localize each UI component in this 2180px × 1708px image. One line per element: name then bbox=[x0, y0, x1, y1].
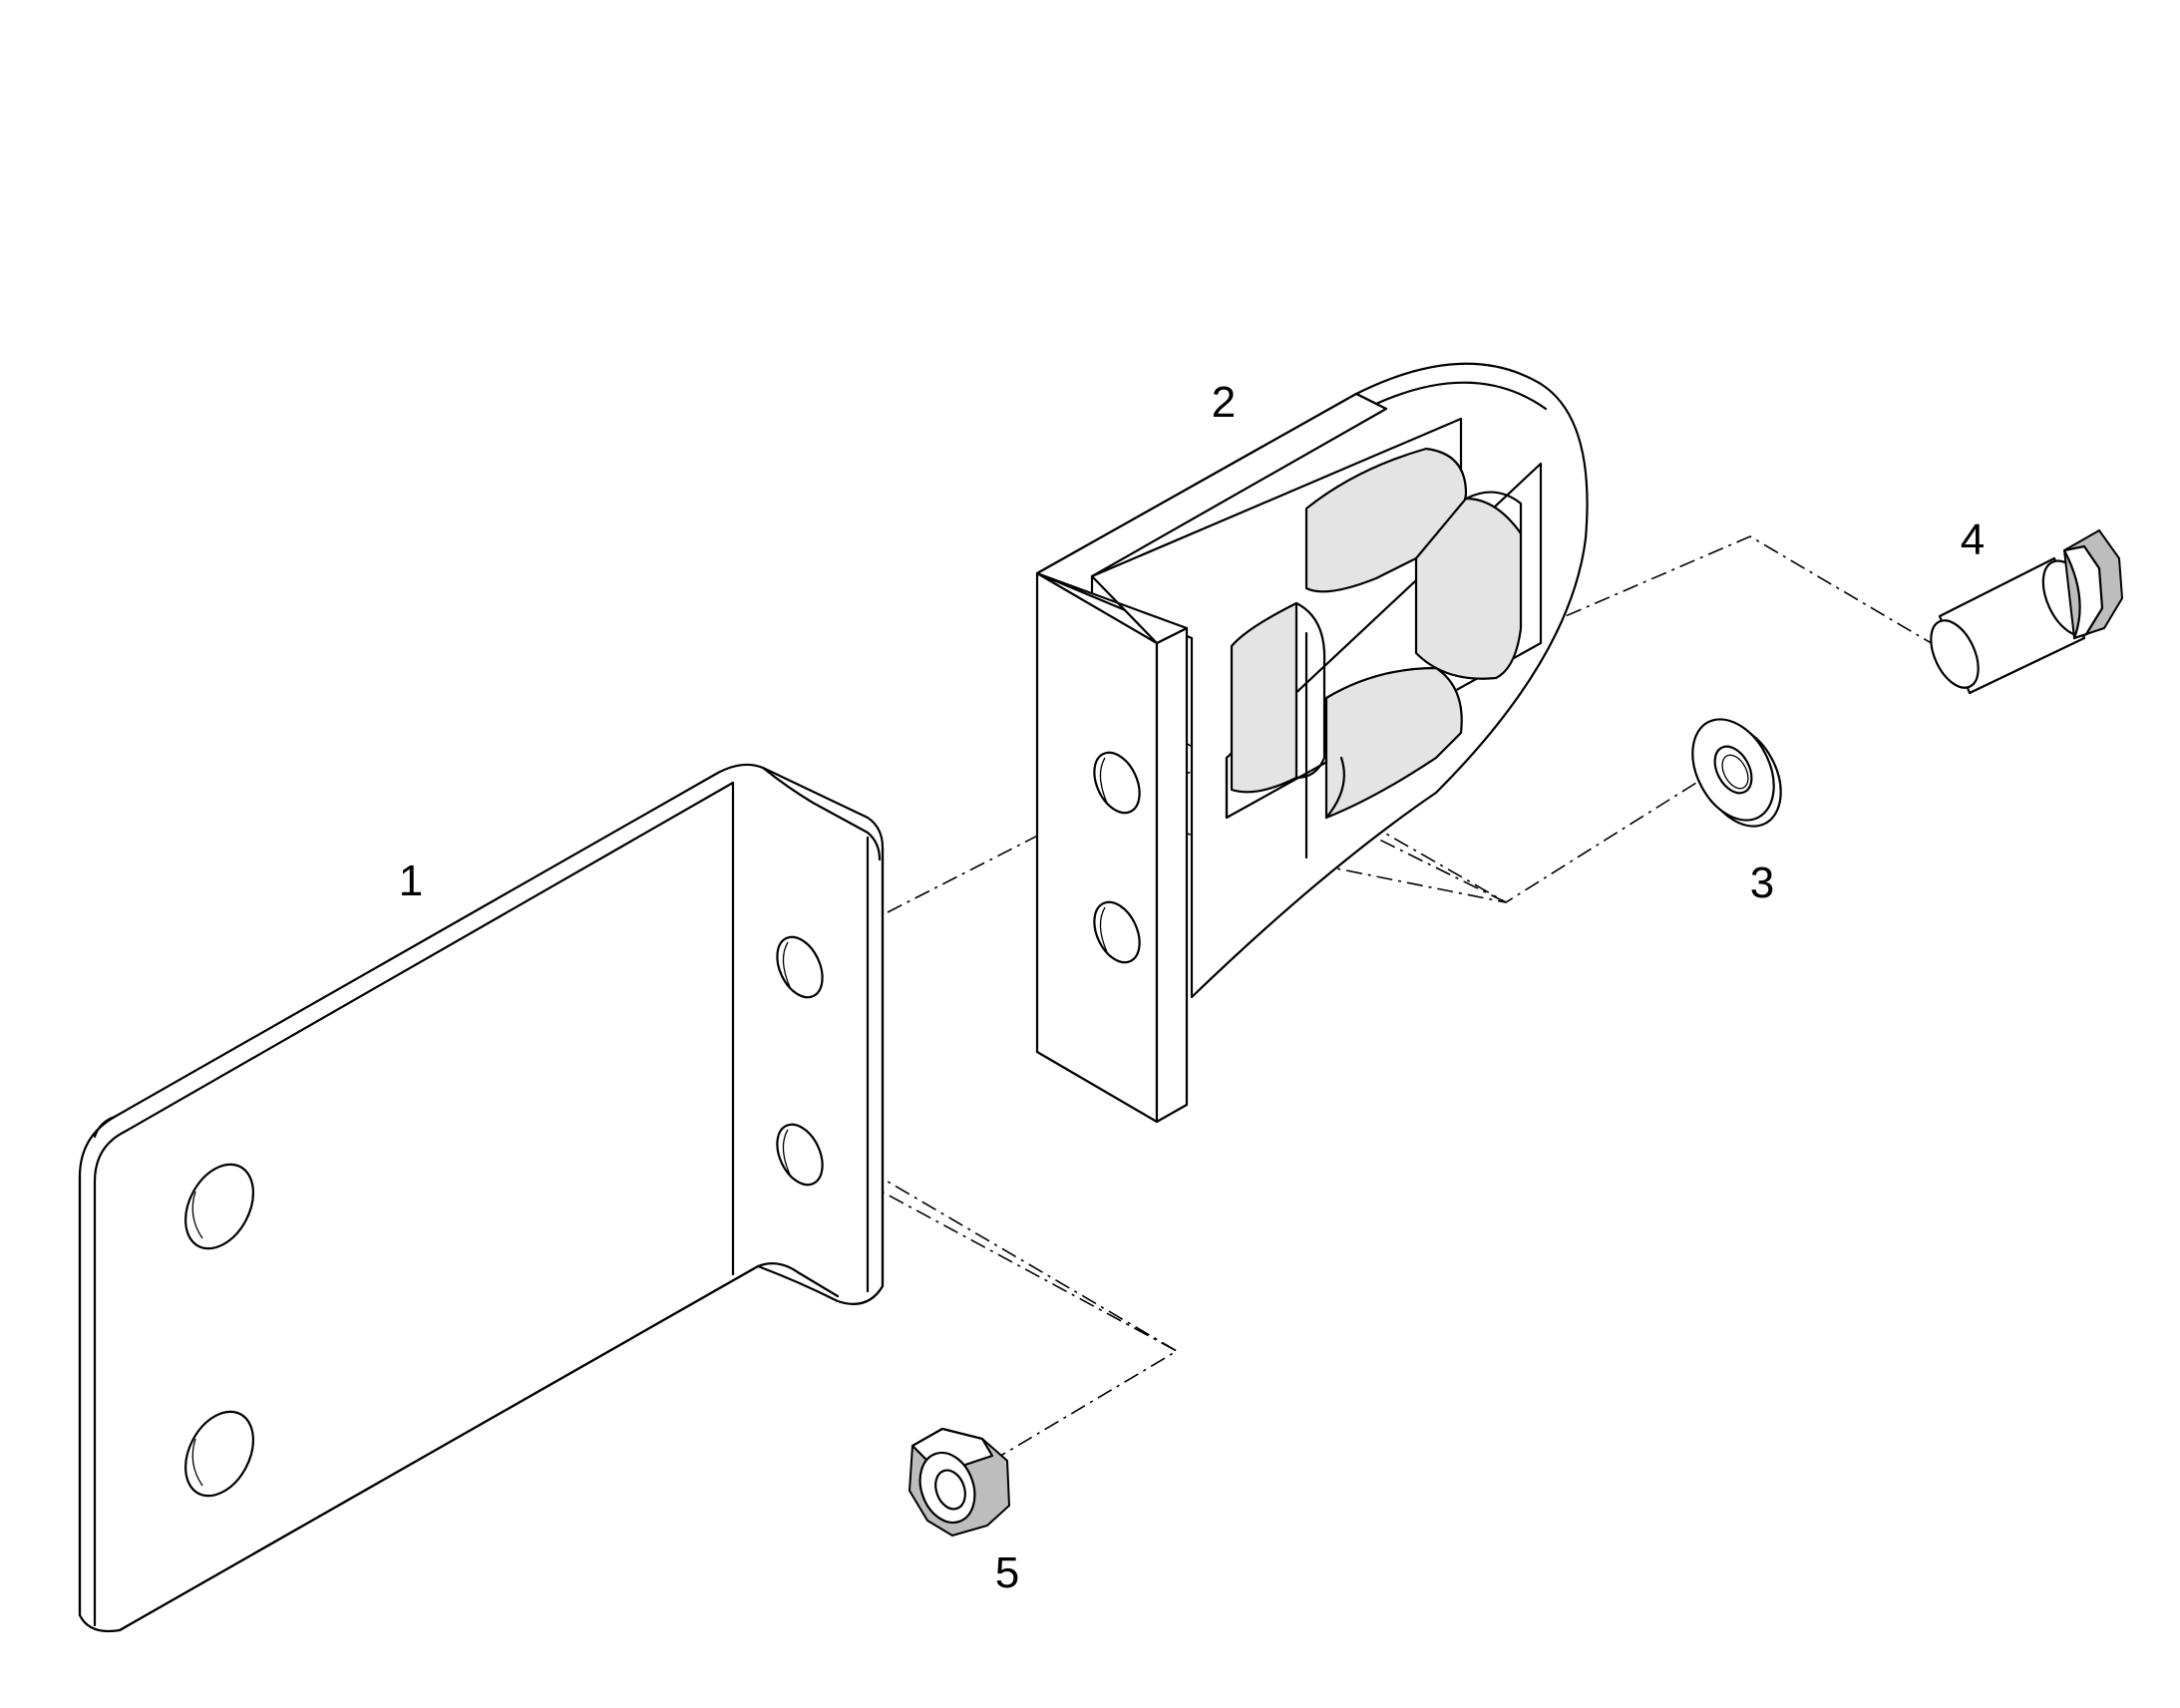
roller bbox=[1304, 447, 1468, 593]
callout-bracket: 1 bbox=[399, 856, 423, 905]
bracket-hole bbox=[184, 1410, 254, 1498]
washer-part bbox=[1691, 718, 1782, 828]
bracket-part bbox=[78, 763, 885, 1633]
callout-bolt: 4 bbox=[1961, 515, 1985, 564]
roller bbox=[1414, 497, 1523, 680]
callout-labels: 1 2 3 4 5 bbox=[399, 378, 1985, 1597]
bolt-part bbox=[1930, 528, 2124, 695]
callout-nut: 5 bbox=[995, 1548, 1019, 1597]
nut-part bbox=[908, 1427, 1011, 1537]
callout-washer: 3 bbox=[1750, 858, 1774, 907]
latch-front-block bbox=[1035, 571, 1159, 1124]
bracket-hole bbox=[184, 1163, 254, 1250]
callout-latch-block: 2 bbox=[1212, 378, 1236, 427]
latch-block-part bbox=[1035, 362, 1589, 1124]
roller bbox=[1324, 666, 1463, 820]
